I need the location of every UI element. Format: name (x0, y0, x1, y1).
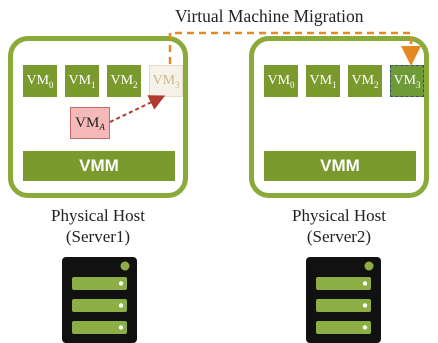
host-label-1: Physical Host (Server1) (8, 205, 188, 247)
host-server-name: (Server2) (306, 227, 372, 246)
host-server-name: (Server1) (65, 227, 131, 246)
vmm-bar: VMM (264, 151, 416, 181)
vm-subscript: 0 (49, 80, 54, 90)
vm-label: VM (26, 73, 50, 88)
host-label-2: Physical Host (Server2) (249, 205, 429, 247)
vm-subscript: 1 (91, 80, 96, 90)
vm-label: VM (68, 73, 92, 88)
attacker-arrow (109, 95, 166, 123)
vm-subscript: 2 (374, 80, 379, 90)
server-rack-icon (62, 257, 137, 343)
host-name: Physical Host (292, 206, 386, 225)
vmm-bar: VMM (23, 151, 175, 181)
host-name: Physical Host (51, 206, 145, 225)
vm-label: VM (267, 73, 291, 88)
migration-title: Virtual Machine Migration (175, 6, 364, 26)
vm-label: VM (351, 73, 375, 88)
vm-subscript: 3 (416, 80, 421, 90)
vm-subscript: 1 (332, 80, 337, 90)
vm-label: VM (393, 73, 417, 88)
server-rack-icon (306, 257, 381, 343)
vm-subscript: 0 (290, 80, 295, 90)
vm-label: VM (152, 73, 176, 88)
vm-label: VM (309, 73, 333, 88)
migration-arrow (168, 31, 421, 66)
vm-subscript: 2 (133, 80, 138, 90)
vm-label: VM (75, 114, 100, 131)
vm-subscript: A (99, 122, 105, 132)
vm-label: VM (110, 73, 134, 88)
vm-subscript: 3 (175, 80, 180, 90)
